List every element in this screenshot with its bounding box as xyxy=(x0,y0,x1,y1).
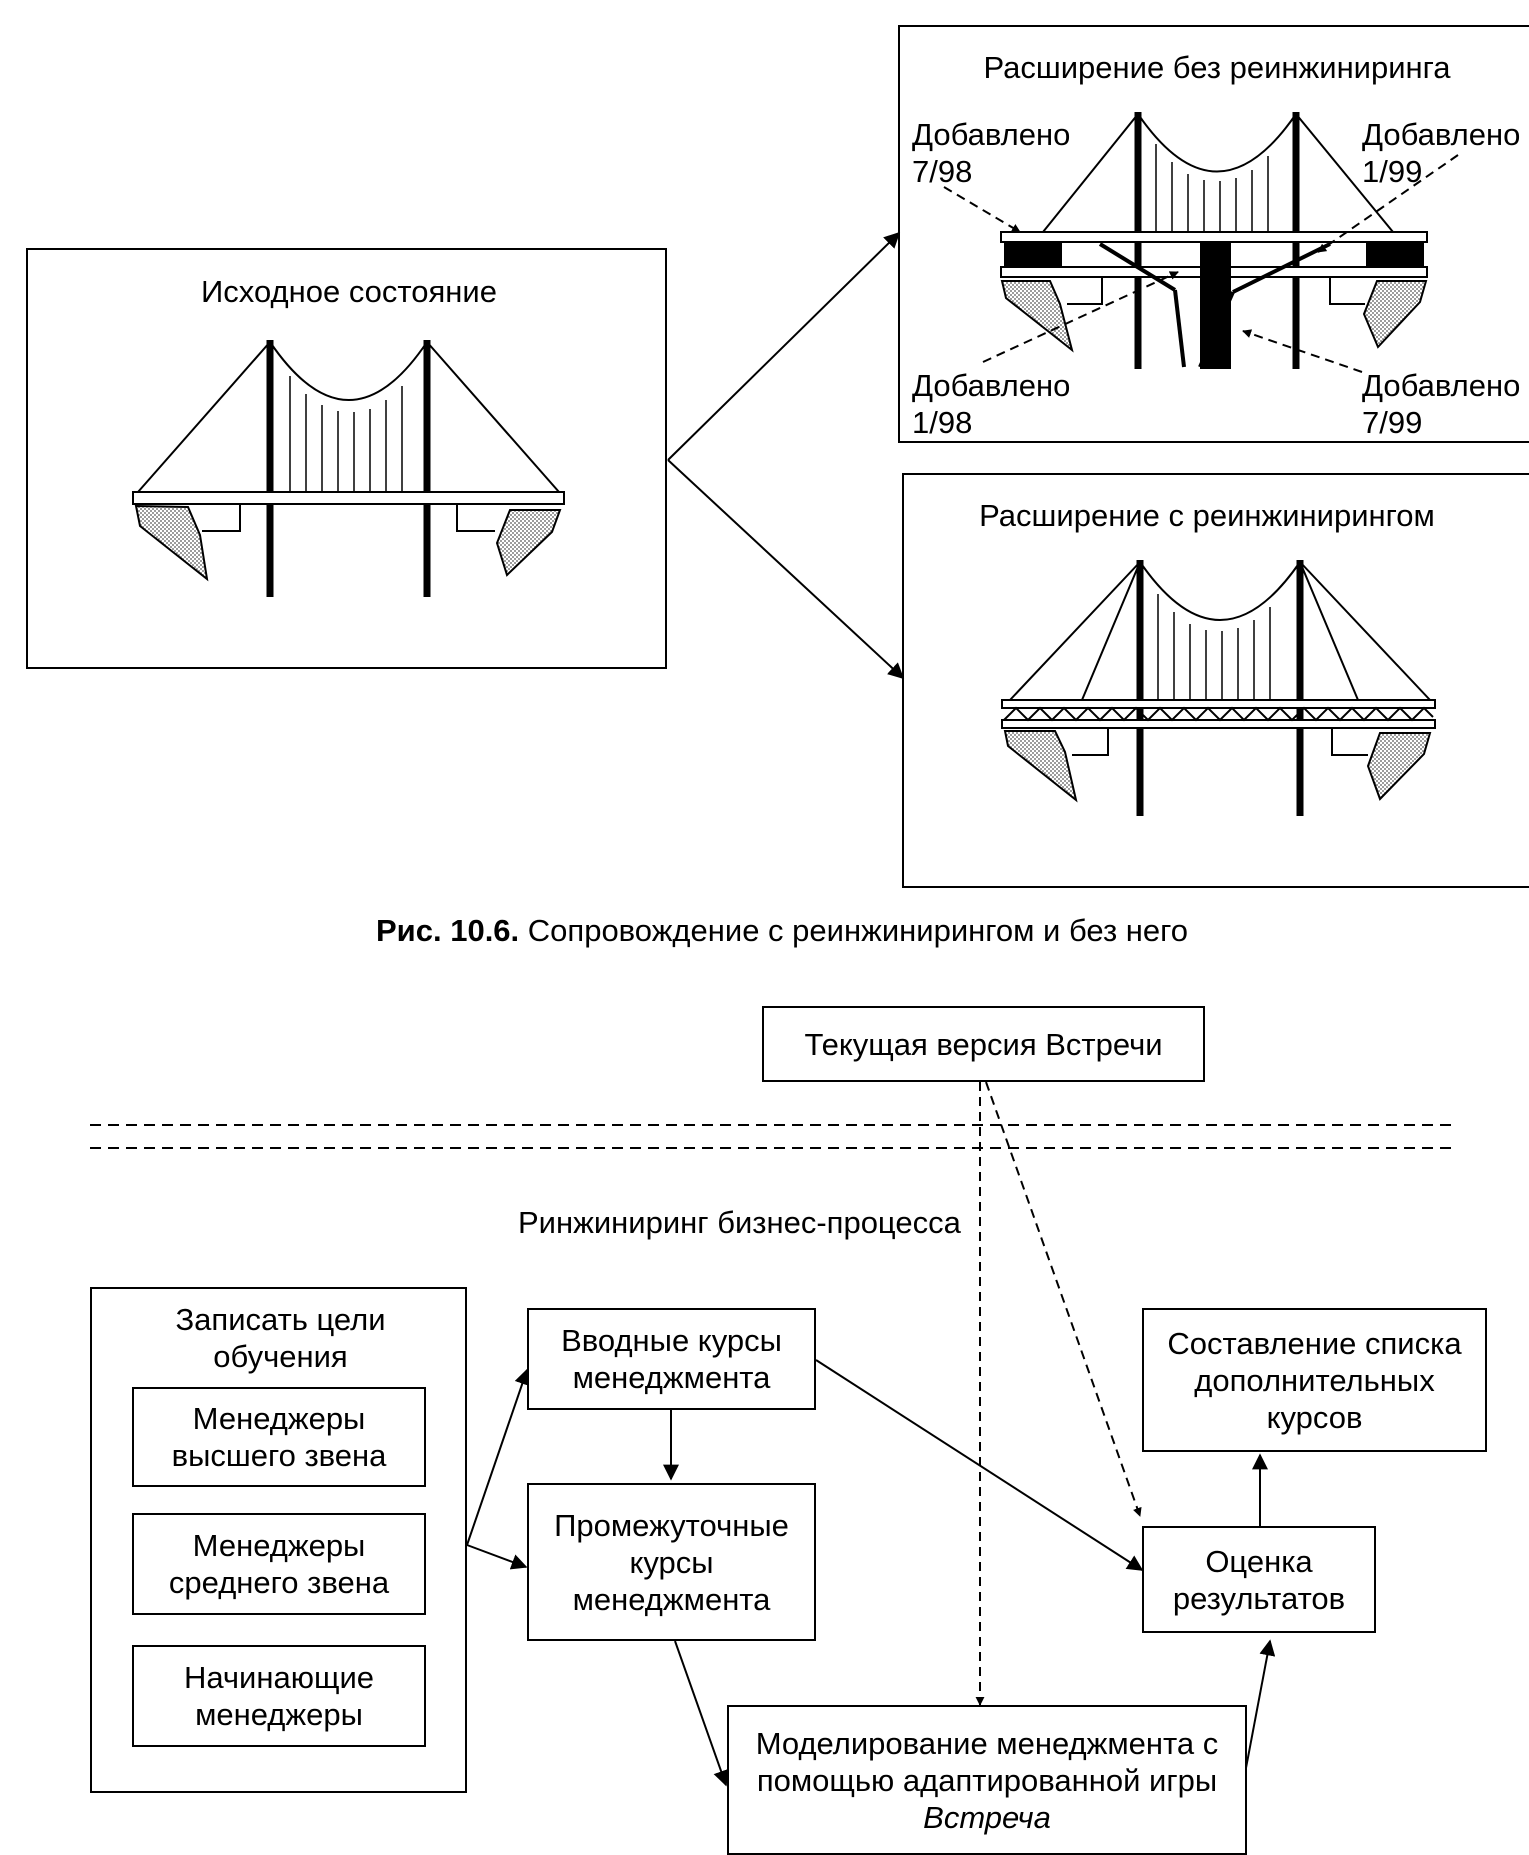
figure-caption: Рис. 10.6. Сопровождение с реинжиниринго… xyxy=(376,912,1188,949)
annotation-date: 1/99 xyxy=(1362,154,1423,189)
annotation-arrows xyxy=(943,154,1459,373)
goals-title: Записать цели обучения xyxy=(175,1302,386,1374)
goal-item-junior: Начинающие менеджеры xyxy=(132,1645,426,1747)
current-version-box: Текущая версия Встречи xyxy=(762,1006,1205,1082)
bridge-original xyxy=(132,340,565,597)
with-reeng-frame xyxy=(902,473,1529,888)
goal-item-senior: Менеджеры высшего звена xyxy=(132,1387,426,1487)
no-reeng-title: Расширение без реинжиниринга xyxy=(983,50,1451,85)
dashed-flows xyxy=(975,1081,1142,1706)
simulation-text: Моделирование менеджмента с помощью адап… xyxy=(755,1725,1219,1798)
evaluation-label: Оценка результатов xyxy=(1172,1543,1346,1616)
process-label: Ринжиниринг бизнес-процесса xyxy=(518,1205,961,1240)
simulation-label: Моделирование менеджмента с помощью адап… xyxy=(747,1725,1227,1836)
intermediate-courses-box: Промежуточные курсы менеджмента xyxy=(527,1483,816,1641)
bridge-no-reeng xyxy=(1000,112,1428,369)
with-reeng-title: Расширение с реинжинирингом xyxy=(979,498,1435,533)
arrow-to-with-reeng xyxy=(667,459,905,680)
intro-courses-box: Вводные курсы менеджмента xyxy=(527,1308,816,1410)
annotation-word: Добавлено xyxy=(912,117,1071,152)
goal-item-label: Менеджеры высшего звена xyxy=(171,1401,387,1473)
annotation-added-7-98: Добавлено 7/98 xyxy=(912,116,1070,190)
process-arrows xyxy=(466,1359,1276,1787)
intro-courses-label: Вводные курсы менеджмента xyxy=(561,1323,782,1395)
original-state-frame xyxy=(26,248,667,669)
original-state-title: Исходное состояние xyxy=(201,274,497,309)
goal-item-label: Начинающие менеджеры xyxy=(183,1660,375,1732)
annotation-date: 7/99 xyxy=(1362,405,1423,440)
additional-courses-label: Составление списка дополнительных курсов xyxy=(1167,1325,1462,1435)
evaluation-box: Оценка результатов xyxy=(1142,1526,1376,1633)
caption-label: Рис. 10.6. xyxy=(376,913,520,948)
arrow-to-no-reeng xyxy=(667,231,901,461)
annotation-word: Добавлено xyxy=(912,368,1071,403)
annotation-added-1-98: Добавлено 1/98 xyxy=(912,367,1070,441)
bridge-with-reeng xyxy=(1001,560,1436,816)
current-version-label: Текущая версия Встречи xyxy=(804,1026,1163,1062)
annotation-added-1-99: Добавлено 1/99 xyxy=(1362,116,1520,190)
annotation-date: 7/98 xyxy=(912,154,973,189)
simulation-game-name: Встреча xyxy=(923,1799,1051,1835)
intermediate-courses-label: Промежуточные курсы менеджмента xyxy=(554,1507,789,1617)
simulation-box: Моделирование менеджмента с помощью адап… xyxy=(727,1705,1247,1855)
annotation-word: Добавлено xyxy=(1362,368,1521,403)
annotation-added-7-99: Добавлено 7/99 xyxy=(1362,367,1520,441)
additional-courses-box: Составление списка дополнительных курсов xyxy=(1142,1308,1487,1452)
caption-text: Сопровождение с реинжинирингом и без нег… xyxy=(527,913,1188,948)
goal-item-label: Менеджеры среднего звена xyxy=(168,1528,390,1600)
goal-item-middle: Менеджеры среднего звена xyxy=(132,1513,426,1615)
goals-box: Записать цели обучения Менеджеры высшего… xyxy=(90,1287,467,1793)
swimlane-dividers xyxy=(90,1124,1455,1149)
annotation-date: 1/98 xyxy=(912,405,973,440)
annotation-word: Добавлено xyxy=(1362,117,1521,152)
